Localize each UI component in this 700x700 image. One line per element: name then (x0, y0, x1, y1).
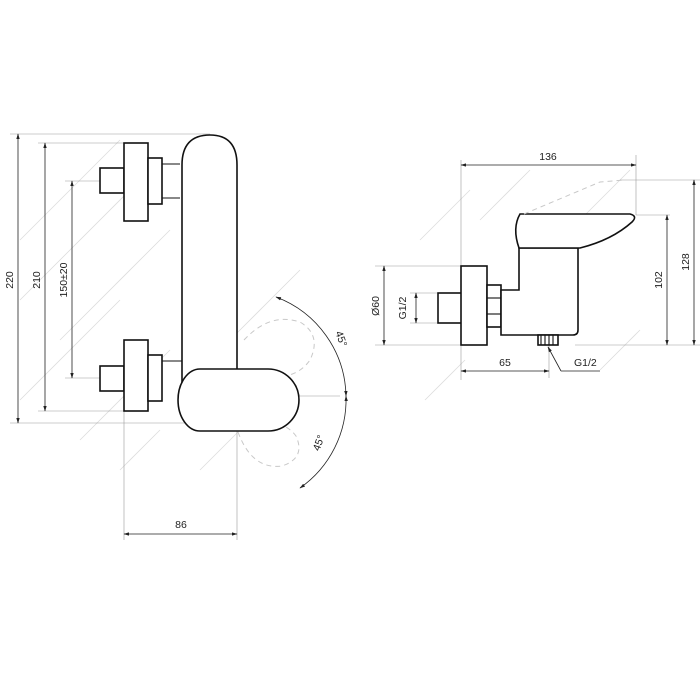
dim-overall-height: 220 (4, 133, 20, 424)
dim-wall-to-outlet-label: 65 (499, 357, 511, 369)
dim-outlet-thread-label: G1/2 (574, 357, 597, 369)
dim-escutcheon-diameter-label: Ø60 (370, 296, 382, 316)
side-view: 136 128 102 Ø60 G1/2 65 (370, 151, 700, 401)
dim-inlet-thread-label: G1/2 (397, 296, 409, 319)
dim-side-overall-width: 136 (460, 151, 637, 167)
side-escutcheon (460, 265, 488, 346)
dim-body-height: 210 (31, 142, 47, 412)
dim-handle-projection-label: 86 (175, 519, 187, 531)
dim-angle-down-label: 45° (311, 433, 328, 452)
dim-side-overall-height: 128 (680, 179, 696, 346)
dim-angle-up-label: 45° (332, 329, 349, 348)
dim-wall-to-outlet: 65 (460, 357, 550, 373)
side-connector-nut (486, 284, 502, 328)
dim-handle-angle-down: 45° (299, 395, 348, 489)
upper-inlet-fitting (99, 142, 180, 222)
lever-handle (177, 368, 300, 432)
front-view: 220 210 150±20 (4, 133, 349, 540)
lower-inlet-fitting (99, 339, 182, 412)
dim-side-outlet-height: 102 (653, 214, 669, 346)
dim-inlet-spacing-label: 150±20 (58, 262, 70, 297)
dim-inlet-thread: G1/2 (397, 292, 418, 324)
dim-inlet-spacing: 150±20 (58, 180, 74, 379)
dim-side-overall-width-label: 136 (539, 151, 557, 163)
side-construction-hatch (419, 169, 641, 401)
dim-escutcheon-diameter: Ø60 (370, 265, 386, 346)
dim-side-outlet-height-label: 102 (653, 271, 665, 289)
dim-handle-projection: 86 (123, 519, 238, 536)
side-inlet-stub (437, 292, 463, 324)
front-extension-lines (10, 133, 340, 540)
side-mixer-body (500, 247, 579, 336)
side-lever-handle (514, 213, 636, 249)
dim-body-height-label: 210 (31, 271, 43, 289)
side-outlet-thread (537, 334, 559, 346)
dim-overall-height-label: 220 (4, 271, 16, 289)
dim-side-overall-height-label: 128 (680, 253, 692, 271)
dim-handle-angle-up: 45° (275, 296, 349, 397)
mixer-body (181, 134, 238, 405)
dim-outlet-thread: G1/2 (547, 346, 600, 372)
